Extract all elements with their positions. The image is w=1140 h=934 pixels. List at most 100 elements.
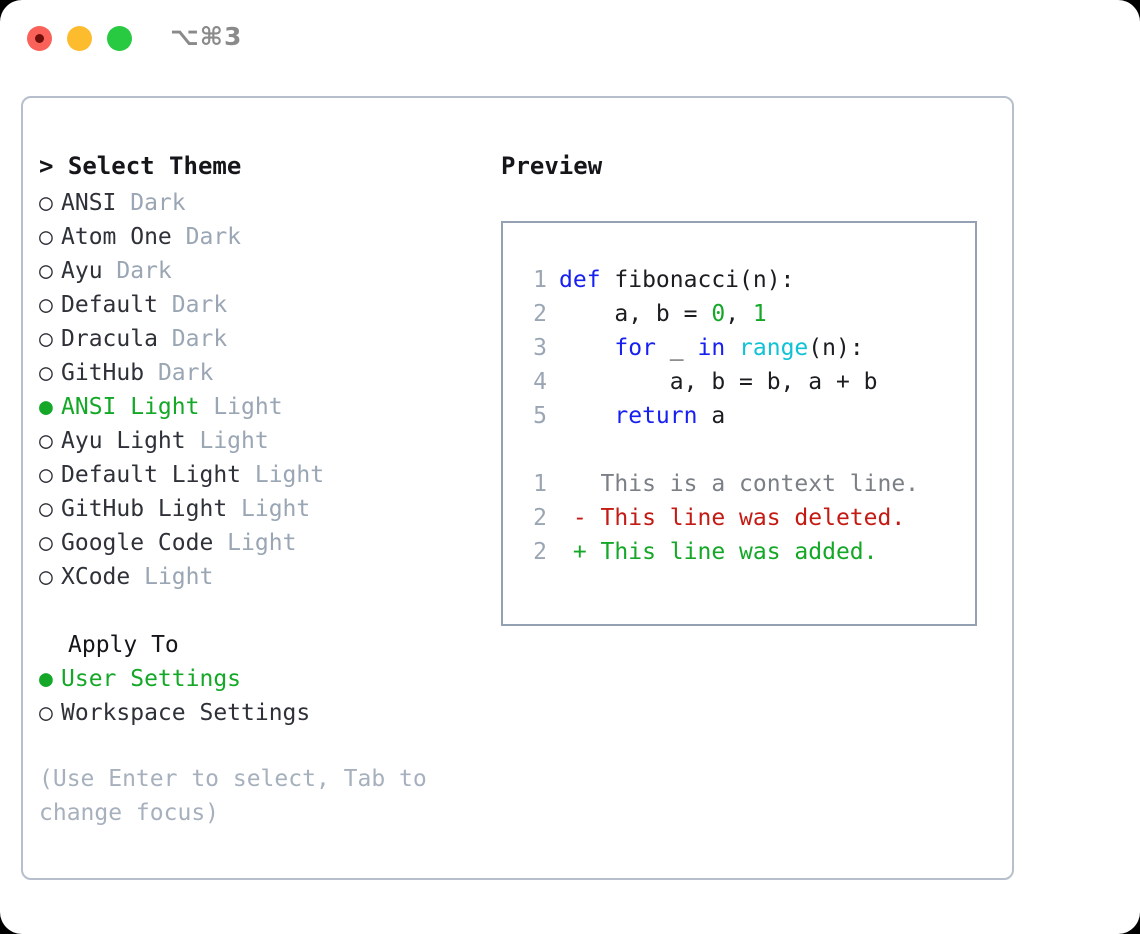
theme-option-github-light[interactable]: ○GitHub Light Light [39, 492, 489, 526]
code-token-txt: _ [655, 335, 698, 361]
theme-option-default-light[interactable]: ○ Default Light Light [39, 458, 489, 492]
theme-name: XCode [61, 564, 131, 590]
code-token-txt [725, 335, 739, 361]
diff-line-ctx: 1 This is a context line. [519, 467, 919, 501]
code-token-txt: a, b = b, a + b [559, 369, 878, 395]
keyboard-hint-text: (Use Enter to select, Tab to change focu… [39, 766, 427, 826]
theme-kind-badge: Light [130, 564, 214, 590]
radio-unselected-icon: ○ [39, 258, 53, 284]
section-header-select-theme: > Select Theme [39, 152, 242, 180]
theme-name: Ayu [61, 258, 103, 284]
theme-option-dracula[interactable]: ○ Dracula Dark [39, 322, 489, 356]
theme-option-ansi[interactable]: ○ ANSI Dark [39, 186, 489, 220]
diff-line-text: This is a context line. [559, 471, 920, 497]
code-line: 5 return a [519, 399, 919, 433]
content-panel: > Select Theme ○ANSI Dark○Atom One Dark○… [21, 96, 1014, 880]
theme-name: GitHub [61, 360, 145, 386]
code-token-kw: return [614, 403, 698, 429]
apply-to-option-label: Workspace Settings [61, 700, 311, 726]
theme-name: ANSI [61, 190, 117, 216]
theme-name: Default [61, 292, 158, 318]
radio-unselected-icon: ○ [39, 360, 53, 386]
diff-line-number: 1 [533, 471, 547, 497]
code-token-kw: in [697, 335, 726, 361]
apply-to-option-workspace-settings[interactable]: ○ Workspace Settings [39, 696, 489, 730]
traffic-lights [27, 26, 132, 51]
code-token-txt: , [725, 301, 753, 327]
theme-name: Ayu Light [61, 428, 186, 454]
zoom-button[interactable] [107, 26, 132, 51]
diff-line-add: 2 + This line was added. [519, 535, 919, 569]
code-line-number: 4 [533, 369, 547, 395]
diff-line-del: 2 - This line was deleted. [519, 501, 919, 535]
window-title: ⌥⌘3 [170, 22, 243, 51]
code-line-number: 1 [533, 267, 547, 293]
theme-name: ANSI Light [61, 394, 200, 420]
theme-kind-badge: Light [185, 428, 269, 454]
code-line-number: 3 [533, 335, 547, 361]
code-token-txt [559, 403, 614, 429]
close-button[interactable] [27, 26, 52, 51]
theme-option-default[interactable]: ○Default Dark [39, 288, 489, 322]
theme-list[interactable]: ○ANSI Dark○Atom One Dark○Ayu Dark○Defaul… [39, 186, 489, 594]
code-line-number: 5 [533, 403, 547, 429]
code-line: 1 def fibonacci(n): [519, 263, 919, 297]
apply-to-option-user-settings[interactable]: ● User Settings [39, 662, 489, 696]
theme-name: GitHub Light [61, 496, 228, 522]
radio-unselected-icon: ○ [39, 530, 53, 556]
code-token-txt: (n): [808, 335, 864, 361]
code-line-number: 2 [533, 301, 547, 327]
theme-kind-badge: Light [227, 496, 311, 522]
radio-selected-icon: ● [39, 666, 53, 692]
code-token-kw: for [614, 335, 656, 361]
diff-line-text: - This line was deleted. [559, 505, 906, 531]
spacer [519, 433, 919, 467]
code-token-num: 1 [752, 301, 767, 327]
theme-kind-badge: Dark [157, 326, 228, 352]
theme-option-ayu-light[interactable]: ○ Ayu Light Light [39, 424, 489, 458]
code-line: 3 for _ in range(n): [519, 331, 919, 365]
radio-unselected-icon: ○ [39, 700, 53, 726]
theme-option-ansi-light[interactable]: ● ANSI Light Light [39, 390, 489, 424]
theme-option-google-code[interactable]: ○ Google Code Light [39, 526, 489, 560]
apply-to-list[interactable]: ● User Settings ○ Workspace Settings [39, 662, 489, 730]
radio-unselected-icon: ○ [39, 190, 53, 216]
theme-option-ayu[interactable]: ○Ayu Dark [39, 254, 489, 288]
theme-kind-badge: Light [199, 394, 283, 420]
theme-name: Google Code [61, 530, 214, 556]
radio-unselected-icon: ○ [39, 326, 53, 352]
radio-unselected-icon: ○ [39, 292, 53, 318]
theme-name: Atom One [61, 224, 172, 250]
code-token-txt: fibonacci(n): [600, 267, 795, 293]
theme-kind-badge: Dark [144, 360, 214, 386]
code-token-txt [559, 335, 614, 361]
theme-picker: > Select Theme ○ANSI Dark○Atom One Dark○… [39, 148, 489, 830]
theme-kind-badge: Light [213, 530, 297, 556]
code-token-fn: range [739, 335, 809, 361]
theme-kind-badge: Dark [116, 190, 186, 216]
radio-selected-icon: ● [39, 394, 53, 420]
radio-unselected-icon: ○ [39, 428, 53, 454]
minimize-button[interactable] [67, 26, 92, 51]
diff-lines: 1 This is a context line.2 - This line w… [519, 467, 919, 569]
code-token-txt: a [697, 403, 726, 429]
theme-name: Dracula [61, 326, 158, 352]
code-token-num: 0 [711, 301, 726, 327]
apply-to-option-label: User Settings [61, 666, 242, 692]
theme-option-atom-one[interactable]: ○Atom One Dark [39, 220, 489, 254]
theme-name: Default Light [61, 462, 242, 488]
code-token-kw: def [559, 267, 601, 293]
theme-kind-badge: Dark [171, 224, 242, 250]
theme-kind-badge: Light [241, 462, 325, 488]
radio-unselected-icon: ○ [39, 462, 53, 488]
apply-to-group: Apply To ●User Settings○Workspace Settin… [39, 628, 489, 730]
theme-option-github[interactable]: ○ GitHub Dark [39, 356, 489, 390]
code-line: 4 a, b = b, a + b [519, 365, 919, 399]
diff-line-number: 2 [533, 539, 547, 565]
theme-option-xcode[interactable]: ○XCode Light [39, 560, 489, 594]
diff-line-number: 2 [533, 505, 547, 531]
